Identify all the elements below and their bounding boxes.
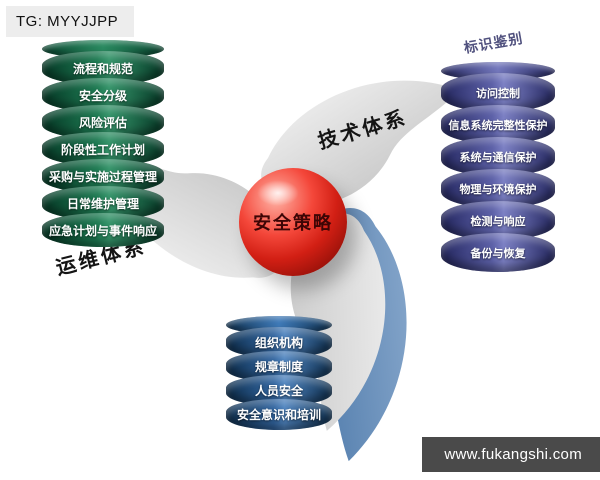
tech-stack-item: 系统与通信保护	[441, 137, 555, 176]
ops-stack-item: 应急计划与事件响应	[42, 213, 164, 247]
tech-stack-item: 备份与恢复	[441, 233, 555, 272]
center-sphere: 安全策略	[239, 168, 347, 276]
mgmt-stack-item: 人员安全	[226, 375, 332, 406]
watermark-bottom-right: www.fukangshi.com	[422, 437, 600, 472]
ops-stack-item: 流程和规范	[42, 51, 164, 85]
watermark-top-left: TG: MYYJJPP	[6, 6, 135, 37]
tech-stack-item: 物理与环境保护	[441, 169, 555, 208]
ops-stack: 流程和规范 安全分级 风险评估 阶段性工作计划 采购与实施过程管理 日常维护管理…	[42, 40, 164, 247]
center-sphere-label: 安全策略	[253, 213, 333, 233]
ops-stack-item: 采购与实施过程管理	[42, 159, 164, 193]
mgmt-stack: 组织机构 规章制度 人员安全 安全意识和培训	[226, 316, 332, 430]
mgmt-stack-item: 安全意识和培训	[226, 399, 332, 430]
tech-stack: 访问控制 信息系统完整性保护 系统与通信保护 物理与环境保护 检测与响应 备份与…	[441, 62, 555, 272]
